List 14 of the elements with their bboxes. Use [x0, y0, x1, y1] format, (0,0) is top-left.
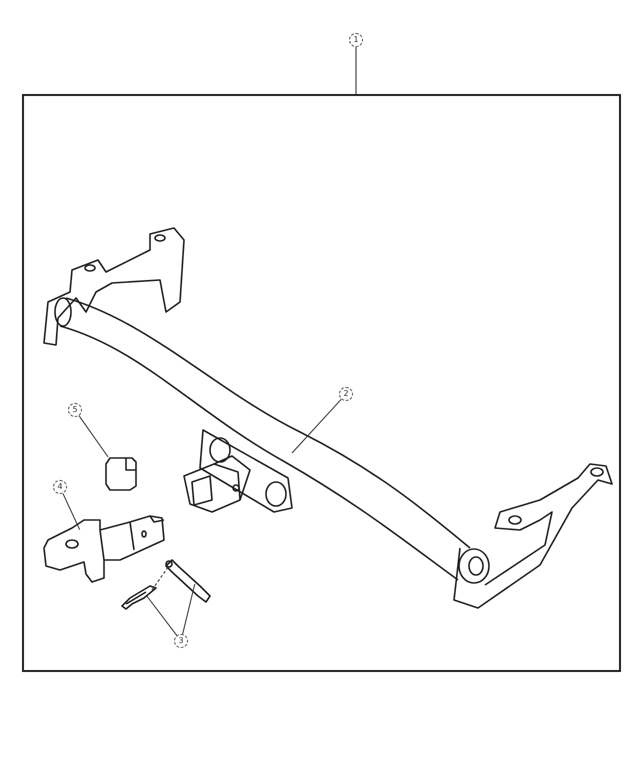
leader-line	[146, 596, 178, 636]
callout-number: 4	[53, 480, 67, 494]
leader-line	[292, 398, 342, 454]
leader-line	[62, 492, 80, 530]
callout-number: 1	[349, 33, 363, 47]
callout-number: 3	[174, 634, 188, 648]
leader-line	[78, 415, 109, 458]
callout-number: 2	[339, 387, 353, 401]
kit-frame	[22, 94, 621, 672]
ball-mount-drawing	[40, 515, 168, 585]
alignment-line	[152, 566, 170, 590]
receiver-plug-drawing	[102, 454, 140, 492]
callout-number: 5	[68, 403, 82, 417]
leader-line	[182, 583, 196, 635]
